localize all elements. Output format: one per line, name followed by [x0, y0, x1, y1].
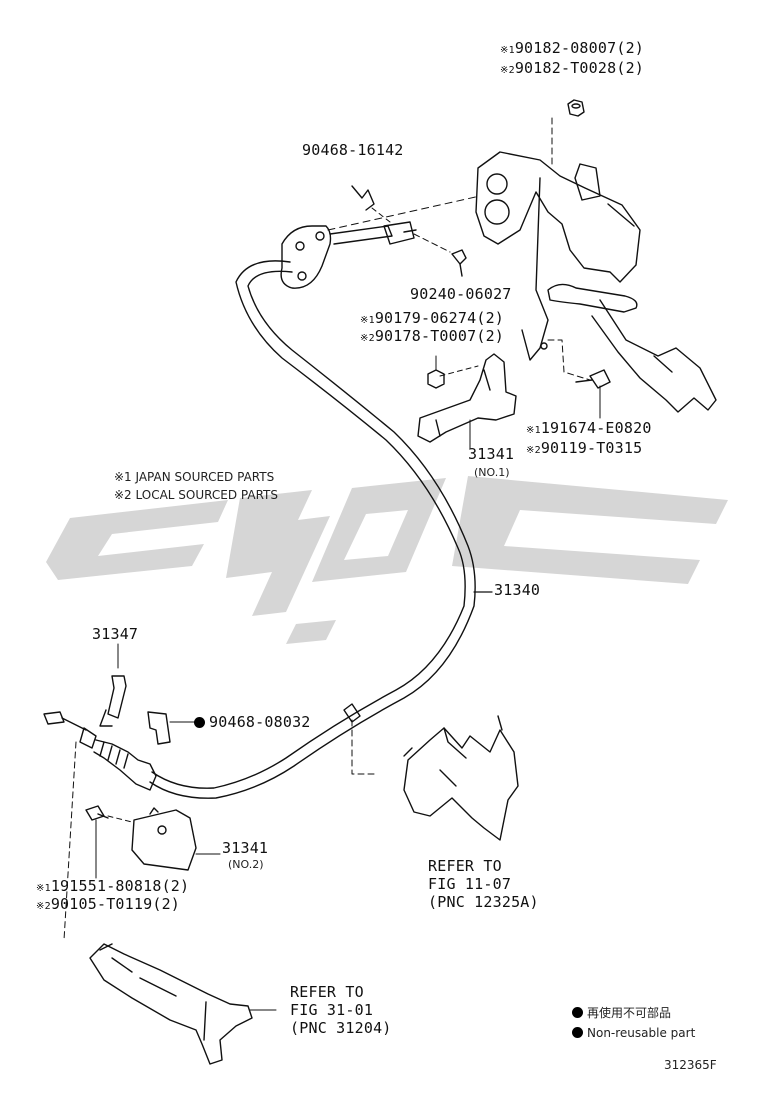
- clip-31347: [99, 675, 127, 727]
- cable-flange: [280, 221, 417, 289]
- ref-fig1107-line3: (PNC 12325A): [428, 893, 539, 911]
- cable-collar: [343, 703, 361, 723]
- part-label-clip-31347: 31347: [92, 625, 139, 643]
- nut-top: [567, 99, 585, 117]
- clutch-pedal: [547, 283, 717, 413]
- bolt-right: [575, 369, 611, 389]
- mark-2: ※2: [500, 65, 515, 76]
- ref-fig3101-line3: (PNC 31204): [290, 1019, 392, 1037]
- ref-fig3101-line2: FIG 31-01: [290, 1001, 374, 1019]
- part-label-nut-mid-1: ※190179-06274(2): [360, 310, 504, 329]
- part-number: 90182-T0028(2): [514, 59, 645, 77]
- part-label-bolt-left-2: ※290105-T0119(2): [36, 896, 180, 915]
- ref-fig1107-line2: FIG 11-07: [428, 875, 512, 893]
- legend-text: Non-reusable part: [587, 1026, 696, 1040]
- note-japan-sourced: ※1 JAPAN SOURCED PARTS: [114, 470, 275, 484]
- mark-1: ※1: [500, 45, 515, 56]
- part-number: 191674-E0820: [540, 419, 652, 437]
- part-number: 90178-T0007(2): [374, 327, 505, 345]
- part-label-nut-top-1: ※190182-08007(2): [500, 40, 644, 59]
- part-label-pin-top: 90240-06027: [410, 285, 512, 303]
- cable-end-rod: [43, 711, 157, 791]
- mark-1: ※1: [526, 425, 541, 436]
- release-fork: [89, 943, 253, 1065]
- ref-fig1107-line1: REFER TO: [428, 857, 502, 875]
- part-label-bolt-left-1: ※1191551-80818(2): [36, 878, 189, 897]
- part-sub-bracket-no2: (NO.2): [228, 858, 264, 871]
- part-number: 90468-08032: [209, 713, 311, 731]
- part-label-bracket-no2: 31341: [222, 839, 269, 857]
- part-label-bolt-right-2: ※290119-T0315: [526, 440, 642, 459]
- mark-1: ※1: [36, 883, 51, 894]
- part-sub-bracket-no1: (NO.1): [474, 466, 510, 479]
- spring-clip-top: [351, 185, 375, 211]
- legend-text: 再使用不可部品: [587, 1006, 672, 1020]
- pin-top: [451, 249, 467, 277]
- bracket-no1: [417, 353, 517, 443]
- nonreusable-dot-icon: [572, 1027, 583, 1038]
- clip-nonreusable: [147, 711, 171, 745]
- part-number: 191551-80818(2): [50, 877, 190, 895]
- watermark-logo: [46, 476, 728, 644]
- legend-nonreusable-jp: 再使用不可部品: [572, 1006, 671, 1020]
- mark-2: ※2: [526, 445, 541, 456]
- part-number: 90179-06274(2): [374, 309, 505, 327]
- nonreusable-dot-icon: [194, 717, 205, 728]
- pedal-bracket: [475, 151, 641, 361]
- part-label-bracket-no1: 31341: [468, 445, 515, 463]
- nut-mid: [427, 369, 445, 389]
- part-number: 90182-08007(2): [514, 39, 645, 57]
- bracket-no2: [131, 807, 197, 871]
- note-local-sourced: ※2 LOCAL SOURCED PARTS: [114, 488, 278, 502]
- mark-2: ※2: [360, 333, 375, 344]
- part-number: 90119-T0315: [540, 439, 643, 457]
- transmission-bracket: [403, 715, 519, 841]
- figure-id: 312365F: [664, 1058, 717, 1072]
- part-label-cable: 31340: [494, 581, 541, 599]
- ref-fig3101-line1: REFER TO: [290, 983, 364, 1001]
- mark-2: ※2: [36, 901, 51, 912]
- part-number: 90105-T0119(2): [50, 895, 181, 913]
- nonreusable-dot-icon: [572, 1007, 583, 1018]
- part-label-bolt-right-1: ※1191674-E0820: [526, 420, 652, 439]
- part-label-nut-top-2: ※290182-T0028(2): [500, 60, 644, 79]
- mark-1: ※1: [360, 315, 375, 326]
- part-label-clip-top: 90468-16142: [302, 141, 404, 159]
- bolt-left: [85, 805, 109, 821]
- part-label-nut-mid-2: ※290178-T0007(2): [360, 328, 504, 347]
- legend-nonreusable-en: Non-reusable part: [572, 1026, 695, 1040]
- part-label-clip-nonreusable: 90468-08032: [194, 714, 311, 731]
- clutch-cable: [149, 260, 476, 799]
